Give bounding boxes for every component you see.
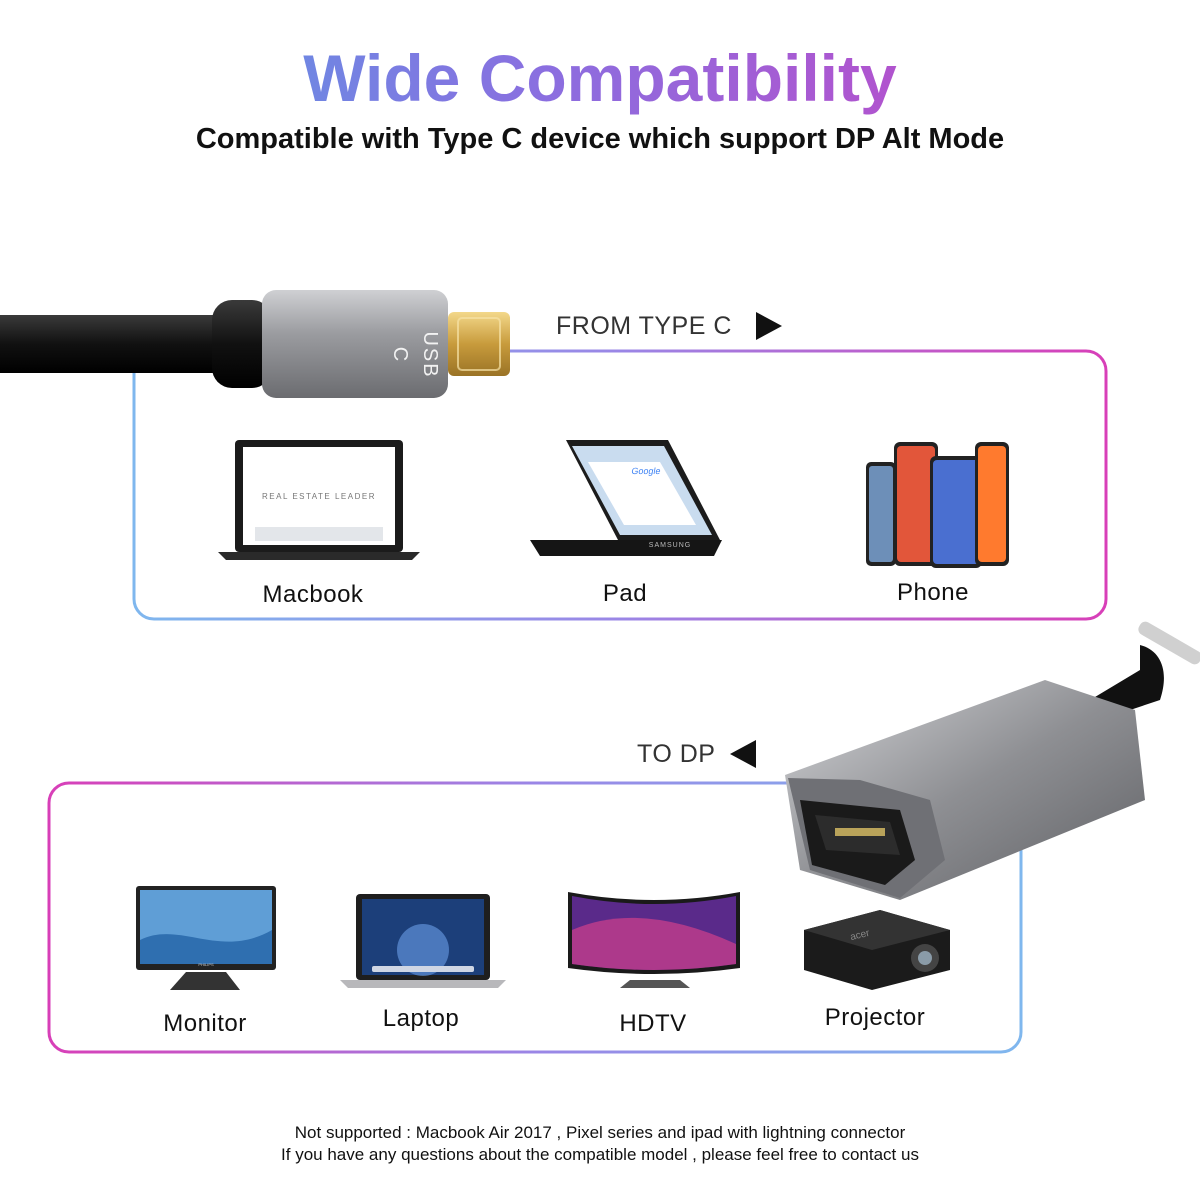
displayport-adapter-icon	[785, 621, 1200, 900]
to-section-frame	[47, 781, 1023, 1054]
macbook-icon	[218, 440, 420, 560]
device-label-pad: Pad	[602, 580, 648, 607]
phones-icon	[866, 442, 1009, 568]
pad-screen-text: Google	[630, 466, 662, 476]
usb-c-engraving: USB C	[389, 331, 441, 379]
monitor-brand-text: PHILIPS	[198, 962, 214, 967]
to-dp-label: TO DP	[631, 739, 722, 769]
device-label-monitor: Monitor	[163, 1010, 247, 1037]
convertible-pad-icon	[530, 440, 722, 556]
device-label-phone: Phone	[897, 579, 969, 606]
projector-icon	[804, 910, 950, 990]
not-supported-note: Not supported : Macbook Air 2017 , Pixel…	[294, 1123, 906, 1142]
hdtv-icon	[568, 892, 740, 988]
laptop-icon	[340, 894, 506, 988]
contact-note: If you have any questions about the comp…	[281, 1145, 919, 1164]
usb-c-connector-icon	[0, 290, 510, 398]
left-triangle-icon	[730, 740, 756, 768]
monitor-icon	[136, 886, 276, 990]
page-title: Wide Compatibility	[0, 38, 1200, 118]
device-label-laptop: Laptop	[382, 1005, 460, 1032]
macbook-screen-text: REAL ESTATE LEADER	[262, 492, 376, 501]
from-type-c-label: FROM TYPE C	[550, 311, 738, 341]
right-triangle-icon	[756, 312, 782, 340]
page-subtitle: Compatible with Type C device which supp…	[195, 123, 1005, 155]
pad-brand-text: SAMSUNG	[648, 542, 692, 549]
device-label-macbook: Macbook	[262, 581, 364, 608]
device-label-hdtv: HDTV	[619, 1010, 687, 1037]
device-label-projector: Projector	[824, 1004, 926, 1031]
from-section-frame	[132, 349, 1108, 621]
